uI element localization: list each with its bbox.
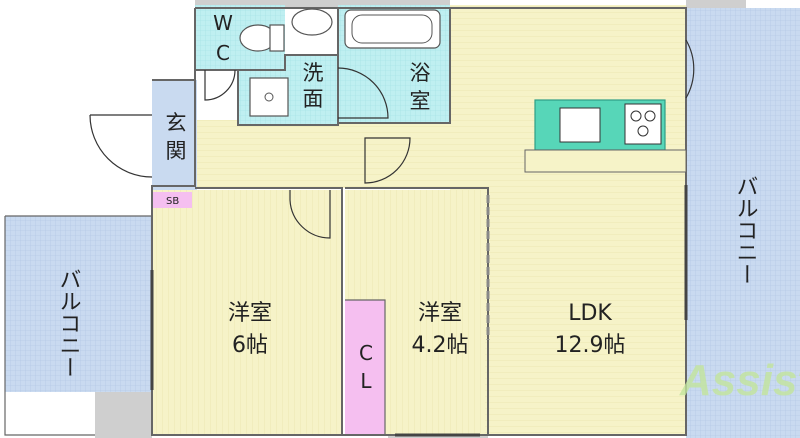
closet-label-2: L bbox=[360, 369, 372, 393]
hall-door bbox=[364, 137, 411, 184]
wc-door bbox=[204, 69, 236, 101]
washroom-door bbox=[337, 67, 389, 119]
entrance-area bbox=[152, 80, 197, 190]
structure-block bbox=[195, 0, 450, 8]
western-room-1-size: 6帖 bbox=[232, 333, 268, 358]
shoe-box-area bbox=[152, 192, 192, 208]
entrance-label-1: 玄 bbox=[166, 111, 187, 135]
balcony-right-label: バルコニー bbox=[733, 175, 758, 285]
bathroom-label-1: 浴 bbox=[410, 61, 431, 85]
room1-door bbox=[289, 190, 331, 239]
balcony-right-area bbox=[686, 8, 800, 438]
western-room-1-name: 洋室 bbox=[228, 301, 272, 326]
balcony-left-area bbox=[5, 216, 152, 392]
ldk-lower-area bbox=[488, 188, 686, 435]
entrance-door bbox=[89, 114, 153, 178]
balcony-left-label: バルコニー bbox=[56, 268, 81, 378]
wc-label-1: W bbox=[213, 11, 233, 35]
washbasin bbox=[291, 8, 333, 36]
washroom-label-2: 面 bbox=[303, 87, 324, 111]
kitchen-sink bbox=[559, 107, 601, 143]
wc-label-2: C bbox=[216, 41, 230, 65]
assist-watermark: Assist bbox=[679, 356, 800, 405]
closet-area bbox=[345, 300, 385, 435]
structure-block bbox=[95, 390, 152, 438]
closet-label-1: C bbox=[359, 341, 373, 365]
ldk-size: 12.9帖 bbox=[555, 333, 626, 358]
entrance-label-2: 関 bbox=[166, 139, 187, 163]
hallway-area bbox=[195, 120, 455, 188]
balcony-door bbox=[685, 39, 695, 99]
ldk-name: LDK bbox=[568, 301, 612, 326]
stove bbox=[624, 103, 662, 145]
western-room-2-size: 4.2帖 bbox=[412, 333, 469, 358]
washing-machine-pan bbox=[249, 77, 289, 117]
shoe-box-label: SB bbox=[166, 196, 179, 207]
bathroom-label-2: 室 bbox=[410, 89, 431, 113]
washroom-label-1: 洗 bbox=[303, 61, 324, 85]
bathtub bbox=[344, 9, 441, 49]
western-room-1-area bbox=[152, 190, 342, 435]
western-room-2-name: 洋室 bbox=[418, 301, 462, 326]
